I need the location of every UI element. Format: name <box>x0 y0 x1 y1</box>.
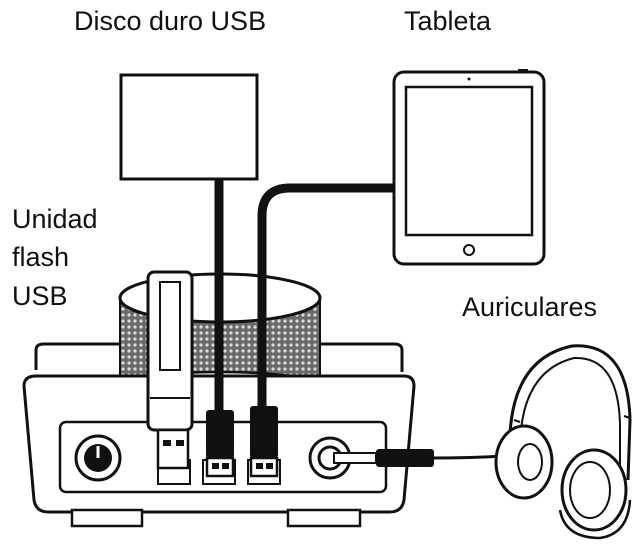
tablet-label: Tableta <box>404 6 492 36</box>
headphones <box>494 344 632 540</box>
flash-drive-label-line: Unidad <box>12 204 98 234</box>
tablet-device <box>392 69 546 266</box>
flash-drive-label-line: flash <box>12 242 70 273</box>
flash-drive-label-line: USB <box>12 280 68 311</box>
hard-drive-label: Disco duro USB <box>74 6 267 36</box>
flash-drive-label: Unidad flash USB <box>12 200 98 315</box>
usb-flash-drive <box>146 270 194 470</box>
small-gain-knob <box>74 434 122 482</box>
headphones-label: Auriculares <box>462 292 598 322</box>
tablet-usb-cable <box>249 183 394 478</box>
hard-drive-usb-cable <box>205 178 235 478</box>
usb-hard-drive <box>119 73 259 181</box>
